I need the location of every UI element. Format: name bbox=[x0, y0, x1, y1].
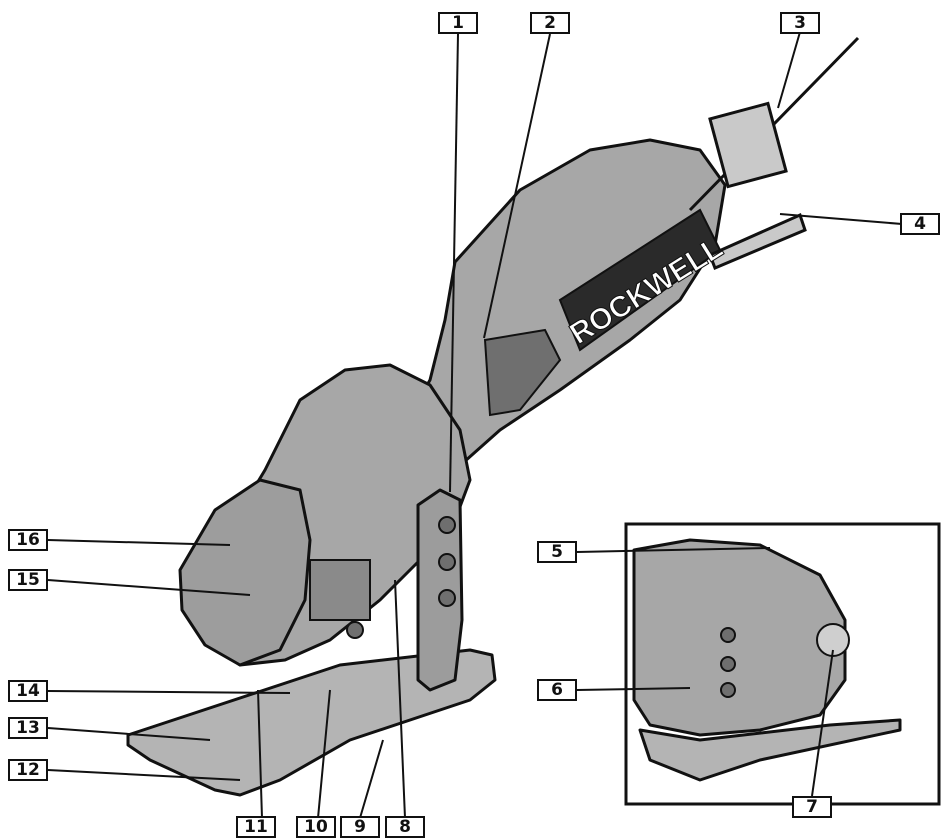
leader-12 bbox=[47, 769, 241, 781]
grip-texture bbox=[483, 328, 562, 417]
rip-fence-guide bbox=[708, 212, 807, 270]
leader-4 bbox=[779, 213, 903, 225]
leader-16 bbox=[47, 539, 231, 546]
callout-7: 7 bbox=[792, 796, 832, 818]
callout-14: 14 bbox=[8, 680, 48, 702]
inset-screw-2 bbox=[720, 656, 736, 672]
callout-2: 2 bbox=[530, 12, 570, 34]
leader-8 bbox=[394, 579, 406, 819]
callout-6: 6 bbox=[537, 679, 577, 701]
callout-1: 1 bbox=[438, 12, 478, 34]
inset-screw-3 bbox=[720, 682, 736, 698]
depth-column bbox=[416, 488, 464, 692]
leader-14 bbox=[47, 690, 291, 694]
callout-3: 3 bbox=[780, 12, 820, 34]
leader-7 bbox=[811, 649, 834, 797]
leader-15 bbox=[47, 579, 251, 596]
callout-15: 15 bbox=[8, 569, 48, 591]
inset-screw-1 bbox=[720, 627, 736, 643]
leader-9 bbox=[359, 739, 384, 819]
screw-2 bbox=[438, 553, 456, 571]
leader-6 bbox=[576, 687, 691, 691]
leader-3 bbox=[777, 31, 801, 109]
leader-1 bbox=[449, 33, 459, 493]
inset-frame bbox=[624, 522, 941, 806]
leader-5 bbox=[576, 547, 771, 553]
callout-13: 13 bbox=[8, 717, 48, 739]
callout-12: 12 bbox=[8, 759, 48, 781]
inset-base bbox=[638, 718, 902, 782]
leader-11 bbox=[257, 689, 263, 819]
callout-9: 9 bbox=[340, 816, 380, 838]
screw-3 bbox=[438, 589, 456, 607]
leader-2 bbox=[483, 33, 551, 339]
front-guard bbox=[178, 478, 312, 667]
base-plate bbox=[126, 648, 497, 797]
inset-housing bbox=[632, 538, 847, 737]
callout-16: 16 bbox=[8, 529, 48, 551]
screw-1 bbox=[438, 516, 456, 534]
leader-13 bbox=[47, 727, 211, 741]
leader-10 bbox=[317, 689, 331, 819]
callout-10: 10 bbox=[296, 816, 336, 838]
callout-11: 11 bbox=[236, 816, 276, 838]
rip-fence-clamp bbox=[708, 101, 788, 189]
blade-bolt bbox=[346, 621, 364, 639]
callout-8: 8 bbox=[385, 816, 425, 838]
guard-window bbox=[309, 559, 371, 621]
callout-4: 4 bbox=[900, 213, 940, 235]
callout-5: 5 bbox=[537, 541, 577, 563]
